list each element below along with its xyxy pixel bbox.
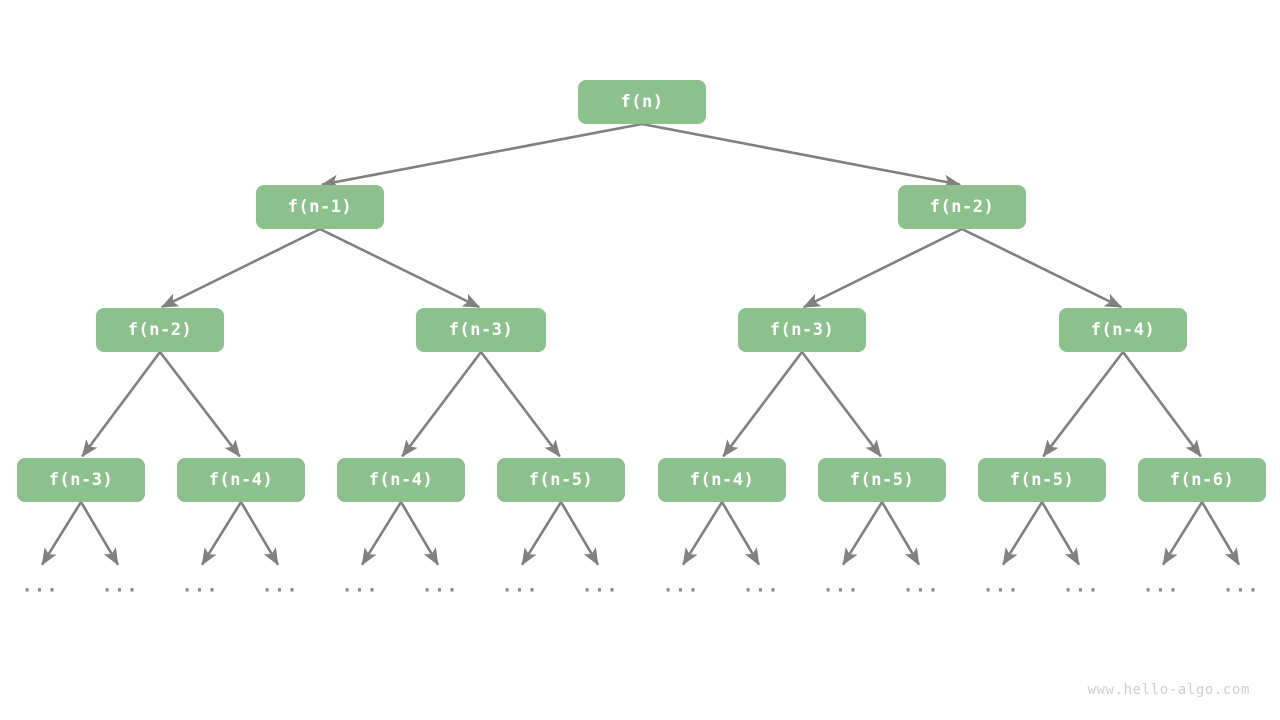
edge-n1-to-n4	[319, 227, 481, 309]
leaf-edge-2	[201, 501, 243, 566]
ellipsis-4: ...	[341, 574, 379, 597]
tree-node-n4: f(n-3)	[416, 308, 546, 352]
leaf-edge-14	[1162, 501, 1204, 566]
ellipsis-12: ...	[982, 574, 1020, 597]
ellipsis-13: ...	[1062, 574, 1100, 597]
tree-node-n7: f(n-3)	[17, 458, 145, 502]
leaf-edge-1	[79, 501, 120, 566]
ellipsis-11: ...	[902, 574, 940, 597]
tree-node-n10: f(n-5)	[497, 458, 625, 502]
tree-node-n1: f(n-1)	[256, 185, 384, 229]
ellipsis-0: ...	[21, 574, 59, 597]
tree-node-n13: f(n-5)	[978, 458, 1106, 502]
edge-n2-to-n6	[961, 227, 1123, 309]
leaf-edge-6	[521, 501, 563, 566]
leaf-edge-11	[880, 501, 921, 566]
leaf-edge-12	[1002, 501, 1044, 566]
leaf-edge-4	[361, 501, 403, 566]
tree-node-n11: f(n-4)	[658, 458, 786, 502]
ellipsis-15: ...	[1222, 574, 1260, 597]
leaf-edge-13	[1040, 501, 1081, 566]
edge-n6-to-n14	[1121, 351, 1202, 458]
leaf-edge-8	[682, 501, 724, 566]
ellipsis-1: ...	[101, 574, 139, 597]
tree-node-n6: f(n-4)	[1059, 308, 1187, 352]
ellipsis-8: ...	[662, 574, 700, 597]
ellipsis-3: ...	[261, 574, 299, 597]
tree-node-n12: f(n-5)	[818, 458, 946, 502]
edge-n5-to-n12	[800, 351, 882, 458]
leaf-edge-7	[559, 501, 600, 566]
ellipsis-6: ...	[501, 574, 539, 597]
edge-n2-to-n5	[802, 227, 963, 309]
edge-n0-to-n1	[320, 122, 643, 189]
leaf-edge-10	[842, 501, 884, 566]
ellipsis-9: ...	[742, 574, 780, 597]
edge-n5-to-n11	[722, 351, 804, 458]
edge-n0-to-n2	[641, 122, 962, 189]
ellipsis-10: ...	[822, 574, 860, 597]
tree-node-n9: f(n-4)	[337, 458, 465, 502]
leaf-edge-0	[41, 501, 83, 566]
ellipsis-7: ...	[581, 574, 619, 597]
leaf-edge-3	[239, 501, 280, 566]
ellipsis-2: ...	[181, 574, 219, 597]
tree-node-n14: f(n-6)	[1138, 458, 1266, 502]
leaf-edge-15	[1200, 501, 1241, 566]
tree-node-n5: f(n-3)	[738, 308, 866, 352]
edge-n3-to-n7	[81, 351, 162, 458]
edge-n4-to-n9	[401, 351, 483, 458]
tree-node-n0: f(n)	[578, 80, 706, 124]
tree-node-n8: f(n-4)	[177, 458, 305, 502]
edge-n4-to-n10	[479, 351, 561, 458]
ellipsis-14: ...	[1142, 574, 1180, 597]
edge-n1-to-n3	[160, 227, 321, 309]
ellipsis-5: ...	[421, 574, 459, 597]
edge-n3-to-n8	[158, 351, 241, 458]
leaf-edge-9	[720, 501, 761, 566]
watermark: www.hello-algo.com	[1087, 682, 1250, 698]
tree-node-n3: f(n-2)	[96, 308, 224, 352]
leaf-edge-5	[399, 501, 440, 566]
tree-node-n2: f(n-2)	[898, 185, 1026, 229]
edge-n6-to-n13	[1042, 351, 1125, 458]
